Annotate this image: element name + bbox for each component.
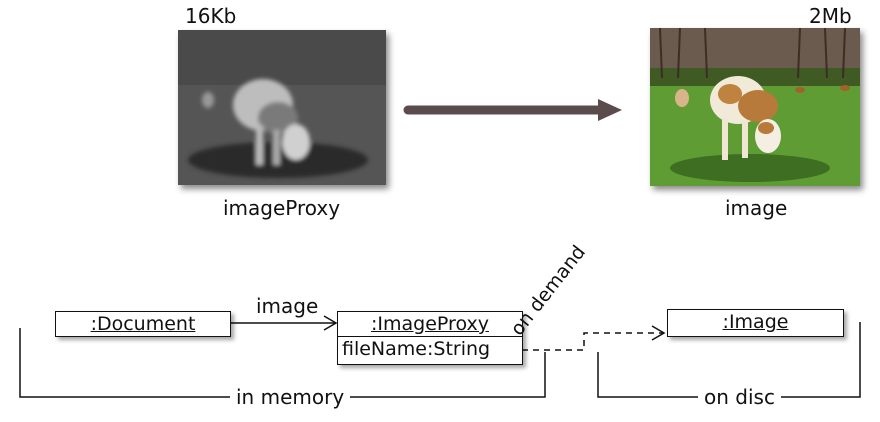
on-demand-arrow: [522, 325, 666, 351]
file-name-attribute: fileName:String: [342, 338, 491, 360]
image-proxy-object-box: :ImageProxy fileName:String: [337, 311, 523, 365]
image-caption: image: [725, 196, 788, 220]
on-disc-label: on disc: [698, 385, 781, 409]
image-object-box: :Image: [667, 309, 844, 337]
document-object-box: :Document: [55, 311, 231, 337]
real-cow-photo: [650, 28, 860, 186]
proxy-cow-photo: [178, 30, 386, 185]
in-memory-label: in memory: [230, 385, 351, 409]
image-object-label: :Image: [722, 311, 789, 333]
association-label: image: [256, 294, 319, 318]
image-proxy-object-label: :ImageProxy: [371, 313, 489, 335]
document-object-label: :Document: [90, 313, 196, 335]
proxy-size-label: 16Kb: [185, 4, 237, 28]
association-arrow: [231, 315, 338, 331]
image-size-label: 2Mb: [809, 4, 852, 28]
proxy-caption: imageProxy: [223, 196, 341, 220]
load-arrow: [403, 99, 622, 121]
